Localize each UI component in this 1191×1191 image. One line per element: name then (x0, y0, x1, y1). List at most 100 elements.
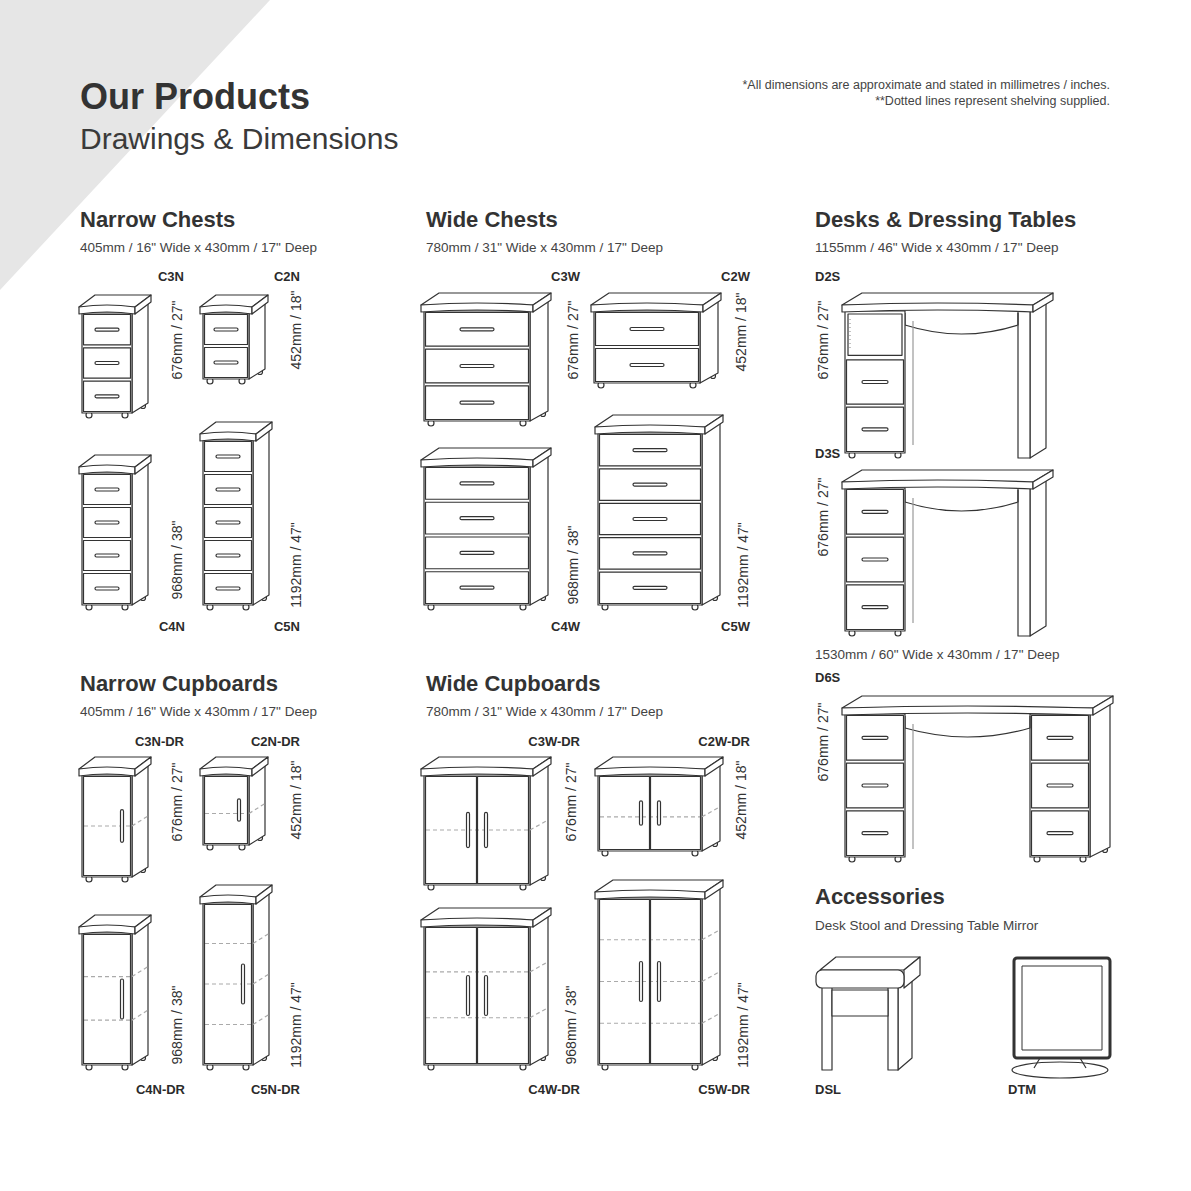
chest-drawing (95, 488, 119, 491)
chest-drawing (702, 423, 720, 605)
desk-drawing (1030, 478, 1046, 636)
cupboard-drawing (702, 1013, 720, 1023)
product-code: C3W-DR (528, 735, 580, 750)
cupboard-drawing (132, 923, 148, 1065)
cupboard-drawing (205, 943, 251, 944)
chest-drawing (214, 361, 238, 364)
page-title: Our Products (80, 76, 310, 117)
cupboard-drawing (478, 928, 529, 1064)
product-code: C2W (721, 270, 750, 285)
cupboard-drawing (253, 1015, 269, 1025)
cupboard-drawing (702, 972, 720, 982)
desk-stool-drawing (904, 957, 920, 988)
chest-drawing (214, 328, 238, 331)
chest-drawing (216, 587, 240, 590)
chest-drawing (79, 305, 135, 314)
chest-drawing (205, 508, 252, 538)
chest-drawing (426, 313, 529, 347)
desk-drawing (862, 736, 888, 739)
chest-drawing (703, 293, 721, 312)
chest-drawing (135, 455, 151, 474)
chest-drawing (84, 381, 131, 411)
chest-drawing (600, 503, 701, 534)
desk-drawing (1018, 488, 1030, 636)
chest-drawing (95, 521, 119, 524)
product-code: C3N (158, 270, 184, 285)
desk-drawing (847, 407, 904, 451)
chest-drawing (421, 303, 533, 312)
product-code: C5W-DR (698, 1083, 750, 1098)
desk-drawing (1047, 832, 1073, 835)
chest-drawing (216, 521, 240, 524)
cupboard-drawing (658, 801, 661, 825)
desk-stool-drawing (820, 957, 920, 970)
chest-drawing (84, 508, 131, 538)
cupboard-drawing (200, 895, 256, 904)
cupboard-drawing (84, 777, 131, 876)
cupboard-drawing (238, 799, 241, 821)
chest-drawing (633, 552, 667, 555)
cupboard-drawing (253, 893, 269, 1065)
chest-drawing (596, 313, 699, 346)
chest-drawing (594, 311, 700, 383)
chest-drawing (460, 551, 494, 554)
height-dimension: 968mm / 38" (563, 986, 579, 1065)
product-code: C3N-DR (135, 735, 184, 750)
desk-drawing (842, 303, 1033, 312)
size-note: Desk Stool and Dressing Table Mirror (815, 918, 1038, 934)
height-dimension: 1192mm / 47" (288, 522, 304, 608)
product-code: C4W-DR (528, 1083, 580, 1098)
footnote: **Dotted lines represent shelving suppli… (875, 94, 1110, 108)
chest-drawing (460, 401, 494, 404)
cupboard-drawing (424, 775, 530, 885)
chest-drawing (205, 348, 248, 378)
section-heading: Narrow Cupboards (80, 671, 278, 696)
cupboard-drawing (651, 777, 701, 850)
product-code: DTM (1008, 1083, 1036, 1098)
desk-drawing (862, 832, 888, 835)
chest-drawing (426, 386, 529, 420)
chest-drawing (82, 313, 132, 413)
cupboard-drawing (205, 905, 252, 1064)
chest-drawing (460, 482, 494, 485)
cupboard-drawing (478, 777, 529, 884)
dressing-mirror-drawing (1012, 1062, 1108, 1078)
cupboard-drawing (598, 898, 702, 1065)
size-note: 1530mm / 60" Wide x 430mm / 17" Deep (815, 647, 1059, 663)
height-dimension: 676mm / 27" (565, 301, 581, 380)
cupboard-drawing (600, 777, 650, 850)
chest-drawing (216, 554, 240, 557)
chest-drawing (633, 518, 667, 521)
desk-drawing (1047, 784, 1073, 787)
cupboard-drawing (598, 775, 702, 851)
cupboard-drawing (600, 900, 650, 1064)
height-dimension: 676mm / 27" (563, 763, 579, 842)
desk-drawing (912, 321, 913, 445)
cupboard-drawing (485, 812, 488, 847)
chest-drawing (135, 295, 151, 314)
cupboard-drawing (426, 777, 477, 884)
desk-drawing (862, 381, 888, 384)
desk-drawing (1032, 811, 1089, 856)
cupboard-drawing (651, 900, 701, 1064)
desk-drawing (862, 428, 888, 431)
desk-drawing (905, 716, 1030, 737)
product-code: D6S (815, 671, 840, 686)
chest-drawing (460, 517, 494, 520)
chest-drawing (95, 587, 119, 590)
section-heading: Accessories (815, 884, 945, 909)
chest-drawing (595, 425, 705, 434)
footnote: *All dimensions are approximate and stat… (742, 78, 1110, 92)
cupboard-drawing (249, 804, 265, 814)
chest-drawing (82, 473, 132, 605)
chest-drawing (205, 315, 248, 345)
cupboard-drawing (84, 935, 131, 1064)
height-dimension: 1192mm / 47" (735, 522, 751, 608)
chest-drawing (633, 449, 667, 452)
cupboard-drawing (467, 812, 470, 847)
chest-drawing (205, 475, 252, 505)
cupboard-drawing (530, 916, 548, 1065)
chest-drawing (426, 349, 529, 383)
chest-drawing (84, 475, 131, 505)
cupboard-drawing (205, 777, 248, 844)
